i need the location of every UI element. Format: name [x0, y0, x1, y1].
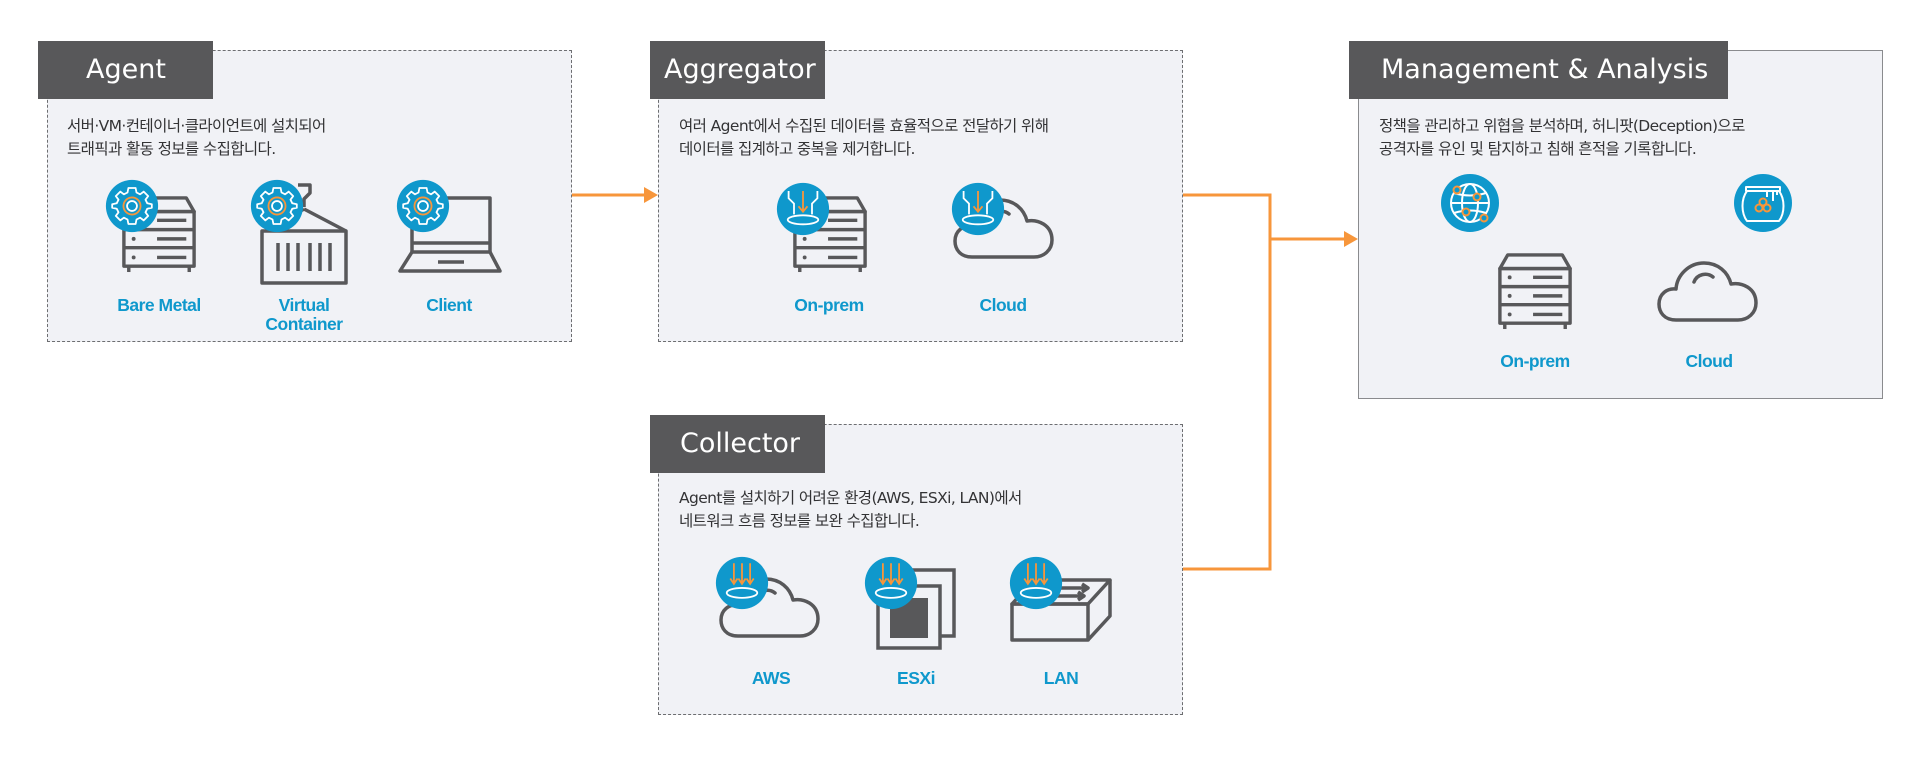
arrowhead-icon	[644, 187, 658, 203]
esxi-label: ESXi	[897, 668, 935, 688]
client-label: Client	[426, 295, 472, 315]
funnel-badge-icon	[776, 182, 830, 236]
agent-title: Agent	[38, 41, 213, 99]
gear-badge-icon	[396, 179, 450, 233]
aggregator-desc-line2: 데이터를 집계하고 중복을 제거합니다.	[679, 140, 915, 158]
aggregator-description: 여러 Agent에서 수집된 데이터를 효율적으로 전달하기 위해 데이터를 집…	[679, 115, 1049, 161]
management-cloud-label: Cloud	[1685, 351, 1733, 371]
management-desc-line1: 정책을 관리하고 위협을 분석하며, 허니팟(Deception)으로	[1379, 117, 1745, 135]
virtual-container-label-line1: Virtual	[278, 295, 330, 315]
arrowhead-icon	[1344, 231, 1358, 247]
virtual-container-label: Virtual Container	[265, 295, 343, 334]
management-title: Management & Analysis	[1349, 41, 1728, 99]
globe-network-icon	[1440, 173, 1500, 233]
aws-label: AWS	[751, 668, 791, 688]
collect-badge-icon	[864, 556, 918, 610]
collect-badge-icon	[1009, 556, 1063, 610]
agent-description: 서버·VM·컨테이너·클라이언트에 설치되어 트래픽과 활동 정보를 수집합니다…	[67, 115, 326, 161]
collect-badge-icon	[715, 556, 769, 610]
management-description: 정책을 관리하고 위협을 분석하며, 허니팟(Deception)으로 공격자를…	[1379, 115, 1745, 161]
collector-desc-line1: Agent를 설치하기 어려운 환경(AWS, ESXi, LAN)에서	[679, 489, 1022, 507]
management-panel	[1358, 50, 1883, 399]
management-on-prem-label: On-prem	[1500, 351, 1570, 371]
aggregator-desc-line1: 여러 Agent에서 수집된 데이터를 효율적으로 전달하기 위해	[679, 117, 1049, 135]
gear-badge-icon	[105, 179, 159, 233]
aggregator-on-prem-label: On-prem	[794, 295, 864, 315]
virtual-container-label-line2: Container	[265, 314, 343, 334]
gear-badge-icon	[250, 179, 304, 233]
collector-title: Collector	[650, 415, 825, 473]
management-on-prem-server-icon	[1496, 251, 1574, 331]
agent-desc-line2: 트래픽과 활동 정보를 수집합니다.	[67, 140, 276, 158]
aggregator-collector-bus-line	[1183, 193, 1272, 571]
lan-label: LAN	[1043, 668, 1079, 688]
collector-description: Agent를 설치하기 어려운 환경(AWS, ESXi, LAN)에서 네트워…	[679, 487, 1022, 533]
management-desc-line2: 공격자를 유인 및 탐지하고 침해 흔적을 기록합니다.	[1379, 140, 1697, 158]
funnel-badge-icon	[951, 182, 1005, 236]
collector-desc-line2: 네트워크 흐름 정보를 보완 수집합니다.	[679, 512, 920, 530]
agent-desc-line1: 서버·VM·컨테이너·클라이언트에 설치되어	[67, 117, 326, 135]
management-cloud-icon	[1656, 256, 1760, 326]
bare-metal-label: Bare Metal	[117, 295, 201, 315]
aggregator-cloud-label: Cloud	[979, 295, 1027, 315]
honeypot-icon	[1733, 173, 1793, 233]
aggregator-title: Aggregator	[650, 41, 825, 99]
